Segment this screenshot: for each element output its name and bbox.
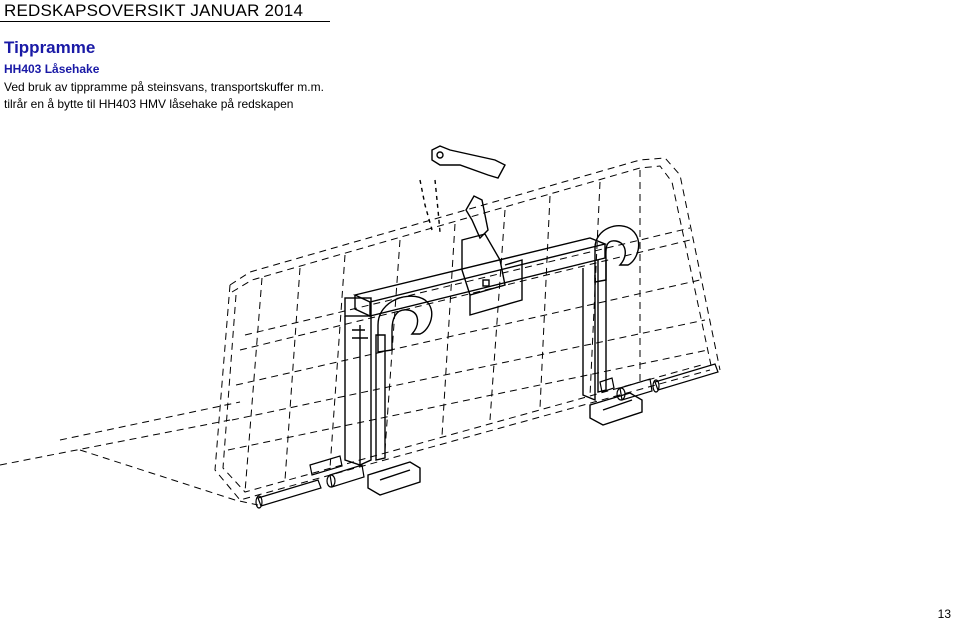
center-lock-bracket — [461, 195, 523, 316]
description-line-1: Ved bruk av tippramme på steinsvans, tra… — [4, 80, 324, 94]
latch-part — [419, 145, 506, 233]
left-post — [344, 297, 421, 496]
frame-crossbar — [352, 237, 608, 317]
right-hook — [594, 225, 640, 283]
section-title: Tippramme — [4, 38, 96, 57]
left-hook — [377, 295, 433, 353]
tipping-frame-illustration — [0, 145, 721, 509]
bucket-outline-dashed — [0, 157, 721, 506]
product-subtitle: HH403 Låsehake — [4, 62, 100, 76]
description-line-2: tilrår en å bytte til HH403 HMV låsehake… — [4, 97, 294, 111]
right-post — [582, 260, 643, 426]
document-header-title: REDSKAPSOVERSIKT JANUAR 2014 — [4, 1, 304, 20]
page-number: 13 — [937, 607, 951, 621]
locking-pins — [255, 363, 719, 509]
header-underline — [0, 21, 330, 22]
